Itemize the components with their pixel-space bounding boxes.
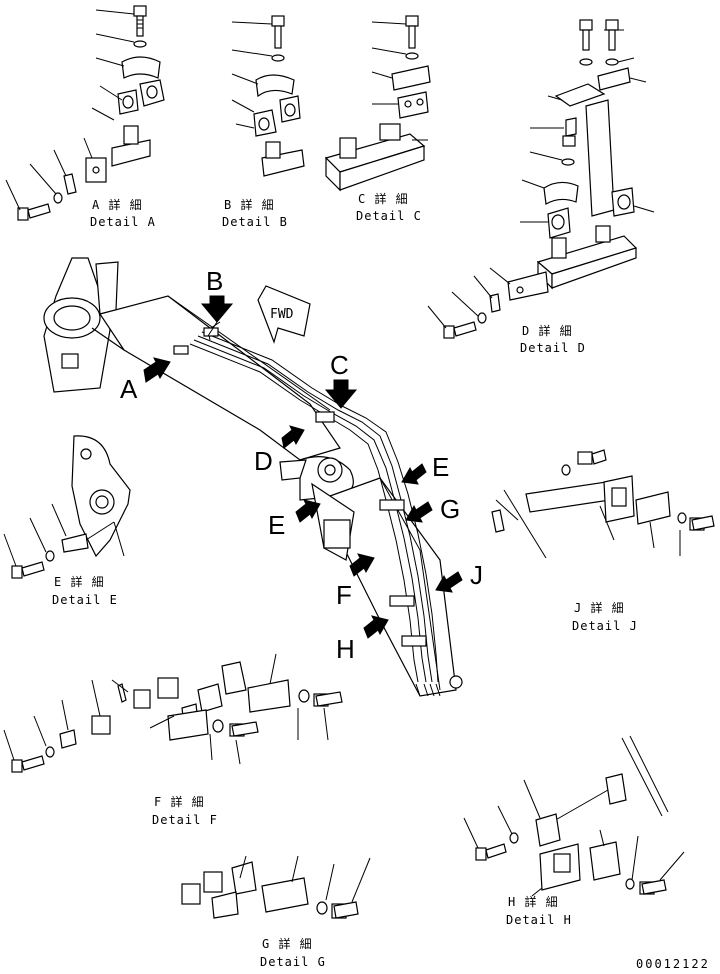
callout-h: H	[336, 634, 355, 664]
detail-j-title-jp: J 詳 細	[574, 600, 625, 615]
detail-f-title-en: Detail F	[152, 813, 218, 827]
detail-g-title-jp: G 詳 細	[262, 936, 313, 951]
callout-g: G	[440, 494, 460, 524]
detail-d-title-en: Detail D	[520, 341, 586, 355]
detail-h-title-en: Detail H	[506, 913, 572, 927]
callout-b: B	[206, 266, 223, 296]
fwd-label: FWD	[270, 307, 294, 322]
fwd-arrow	[257, 285, 311, 344]
boom-assembly	[43, 257, 463, 697]
detail-f-title-jp: F 詳 細	[154, 794, 205, 809]
detail-b-title-en: Detail B	[222, 215, 288, 229]
callout-e-upper: E	[432, 452, 449, 482]
detail-e-drawing	[3, 435, 131, 579]
detail-a-drawing	[5, 5, 165, 221]
detail-f-drawing	[3, 653, 343, 773]
callout-e-lower: E	[268, 510, 285, 540]
detail-j-title-en: Detail J	[572, 619, 638, 633]
detail-e-title-en: Detail E	[52, 593, 118, 607]
detail-e-title-jp: E 詳 細	[54, 574, 105, 589]
detail-a-title-en: Detail A	[90, 215, 156, 229]
detail-a-title-jp: A 詳 細	[92, 197, 143, 212]
detail-h-title-jp: H 詳 細	[508, 894, 559, 909]
detail-j-drawing	[491, 449, 715, 559]
drawing-number: 00012122	[636, 957, 710, 971]
detail-h-drawing	[463, 735, 685, 897]
callout-j: J	[470, 560, 483, 590]
detail-g-drawing	[181, 855, 371, 919]
detail-b-title-jp: B 詳 細	[224, 197, 275, 212]
callout-arrows	[143, 295, 463, 639]
detail-d-title-jp: D 詳 細	[522, 323, 573, 338]
detail-g-title-en: Detail G	[260, 955, 326, 969]
detail-c-title-en: Detail C	[356, 209, 422, 223]
callout-a: A	[120, 374, 138, 404]
callout-f: F	[336, 580, 352, 610]
detail-c-drawing	[324, 15, 431, 192]
detail-d-drawing	[427, 19, 655, 339]
callout-d: D	[254, 446, 273, 476]
callout-c: C	[330, 350, 349, 380]
detail-b-drawing	[231, 15, 305, 177]
detail-c-title-jp: C 詳 細	[358, 191, 409, 206]
